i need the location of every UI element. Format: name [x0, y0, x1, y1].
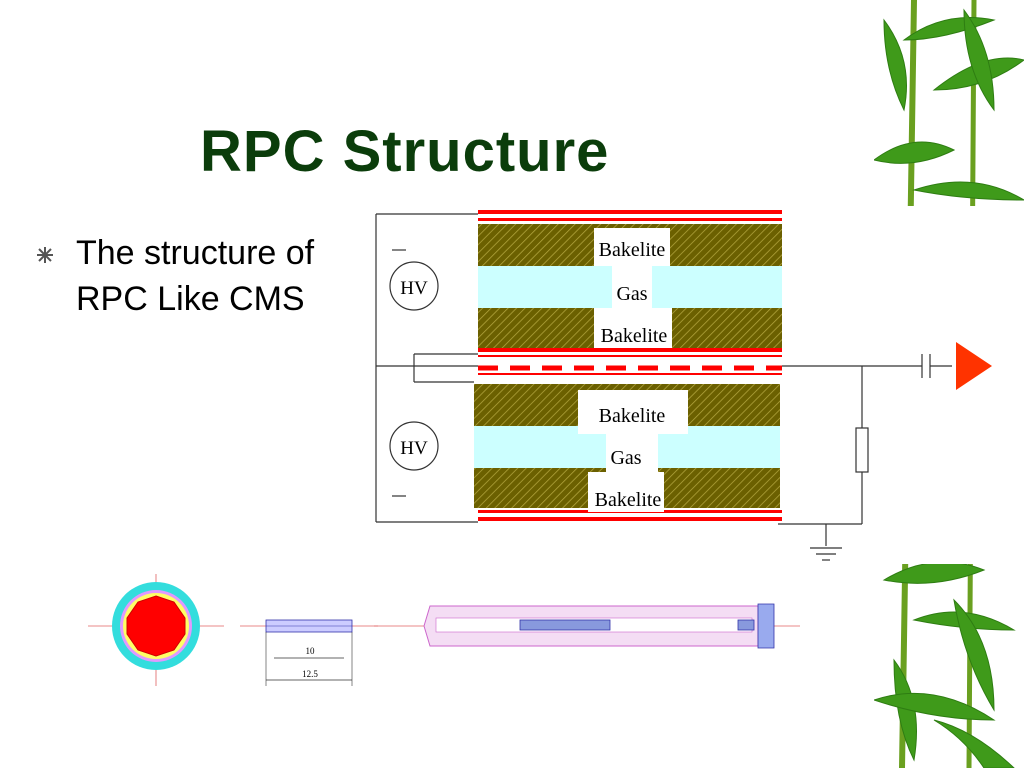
- short-tube-drawing: [240, 619, 378, 686]
- resistor: [855, 427, 869, 473]
- slide-title: RPC Structure: [200, 119, 610, 184]
- hv-lower-label: HV: [400, 438, 428, 459]
- hv-source-lower: [389, 421, 439, 471]
- label-lower-bottom-bakelite: Bakelite: [595, 489, 662, 511]
- label-upper-top-bakelite: Bakelite: [599, 239, 666, 261]
- long-tube-drawing: [374, 603, 800, 649]
- label-lower-gas: Gas: [610, 447, 641, 469]
- bamboo-decoration: [874, 0, 1024, 768]
- hv-upper-label: HV: [400, 278, 428, 299]
- label-upper-gas: Gas: [616, 283, 647, 305]
- cross-section-drawings: 10 12.5: [88, 574, 800, 686]
- output-triangle-icon: [956, 342, 992, 390]
- label-lower-top-bakelite: Bakelite: [599, 405, 666, 427]
- label-upper-bottom-bakelite: Bakelite: [601, 325, 668, 347]
- asterisk-bullet-icon: [37, 247, 53, 263]
- rpc-structure-diagram: Bakelite Gas Bakelite Bakelite Gas Bakel…: [372, 206, 994, 564]
- circular-cross-section: [88, 574, 224, 686]
- hv-source-upper: [389, 261, 439, 311]
- ground-icon: [810, 547, 842, 561]
- bullet-text: The structure of RPC Like CMS: [76, 234, 315, 318]
- dimension-inner-label: 10: [306, 646, 316, 656]
- dimension-outer-label: 12.5: [302, 669, 318, 679]
